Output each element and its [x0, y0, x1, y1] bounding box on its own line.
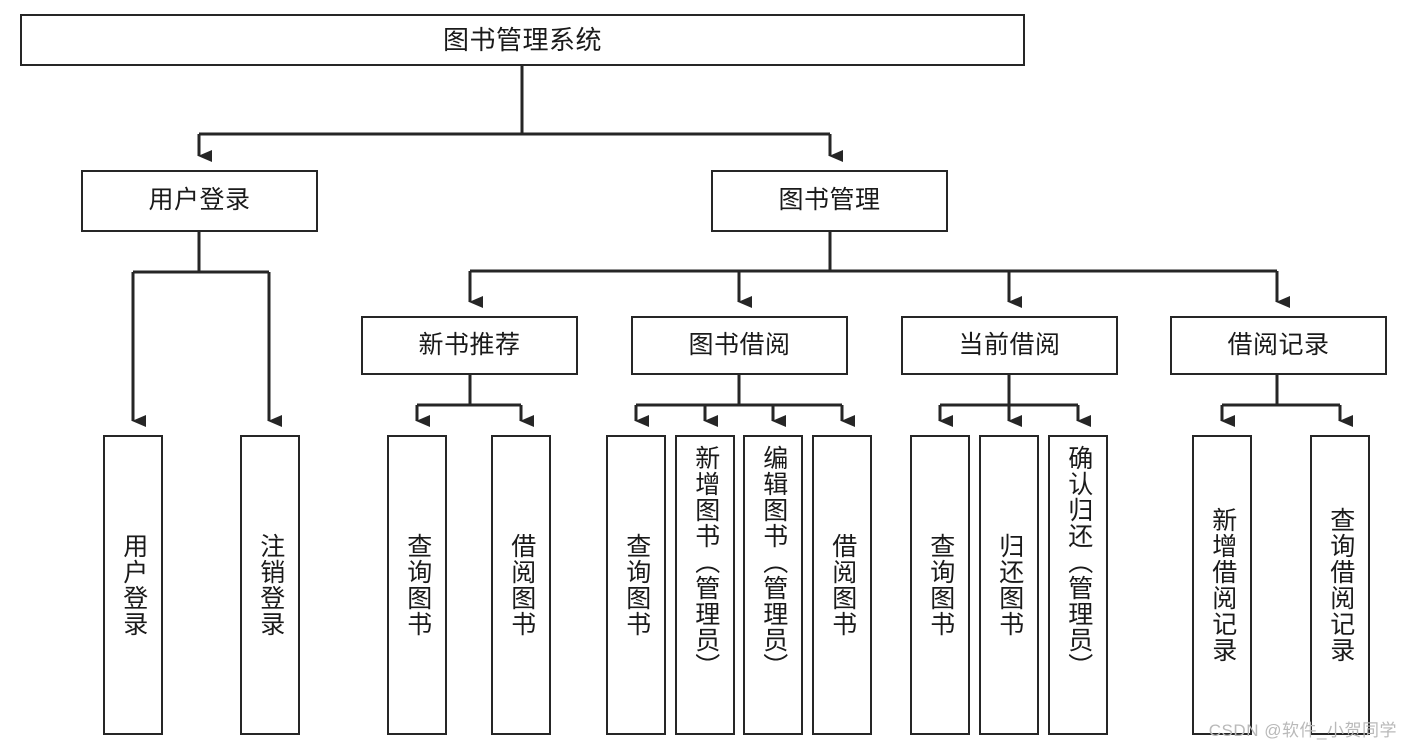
leaf-book-borrow-edit-book-admin[interactable]: 编辑图书（管理员） — [743, 435, 803, 735]
node-label: 查询图书 — [403, 533, 432, 637]
node-current-borrow[interactable]: 当前借阅 — [901, 316, 1118, 375]
node-label: 查询图书 — [622, 533, 651, 637]
csdn-watermark: CSDN @软件_小贺同学 — [1208, 721, 1397, 740]
node-label: 查询图书 — [926, 533, 955, 637]
node-label: 借阅图书 — [507, 533, 536, 637]
node-root-book-management-system[interactable]: 图书管理系统 — [20, 14, 1025, 66]
node-label: 图书管理 — [778, 186, 881, 215]
node-user-login[interactable]: 用户登录 — [81, 170, 318, 232]
leaf-current-borrow-return-book[interactable]: 归还图书 — [979, 435, 1039, 735]
leaf-user-login-logout[interactable]: 注销登录 — [240, 435, 300, 735]
node-label: 确认归还（管理员） — [1064, 445, 1093, 679]
node-label: 注销登录 — [256, 533, 285, 637]
leaf-current-borrow-confirm-return-admin[interactable]: 确认归还（管理员） — [1048, 435, 1108, 735]
leaf-borrow-records-add-record[interactable]: 新增借阅记录 — [1192, 435, 1252, 735]
node-label: 当前借阅 — [958, 330, 1061, 359]
node-book-borrow[interactable]: 图书借阅 — [631, 316, 848, 375]
node-label: 借阅记录 — [1227, 330, 1330, 359]
node-label: 新书推荐 — [418, 330, 521, 359]
leaf-borrow-records-query-record[interactable]: 查询借阅记录 — [1310, 435, 1370, 735]
node-label: 查询借阅记录 — [1326, 507, 1355, 663]
node-book-management[interactable]: 图书管理 — [711, 170, 948, 232]
node-label: 编辑图书（管理员） — [759, 445, 788, 679]
node-label: 图书管理系统 — [442, 24, 603, 55]
leaf-new-book-borrow-book[interactable]: 借阅图书 — [491, 435, 551, 735]
node-label: 新增借阅记录 — [1208, 507, 1237, 663]
node-label: 图书借阅 — [688, 330, 791, 359]
node-label: 借阅图书 — [828, 533, 857, 637]
node-label: 新增图书（管理员） — [691, 445, 720, 679]
node-label: 用户登录 — [148, 186, 251, 215]
node-borrow-records[interactable]: 借阅记录 — [1170, 316, 1387, 375]
leaf-current-borrow-query-book[interactable]: 查询图书 — [910, 435, 970, 735]
leaf-book-borrow-add-book-admin[interactable]: 新增图书（管理员） — [675, 435, 735, 735]
leaf-new-book-query-book[interactable]: 查询图书 — [387, 435, 447, 735]
node-label: 归还图书 — [995, 533, 1024, 637]
leaf-user-login-login[interactable]: 用户登录 — [103, 435, 163, 735]
node-label: 用户登录 — [119, 533, 148, 637]
leaf-book-borrow-query-book[interactable]: 查询图书 — [606, 435, 666, 735]
leaf-book-borrow-borrow-book[interactable]: 借阅图书 — [812, 435, 872, 735]
node-new-book-recommend[interactable]: 新书推荐 — [361, 316, 578, 375]
